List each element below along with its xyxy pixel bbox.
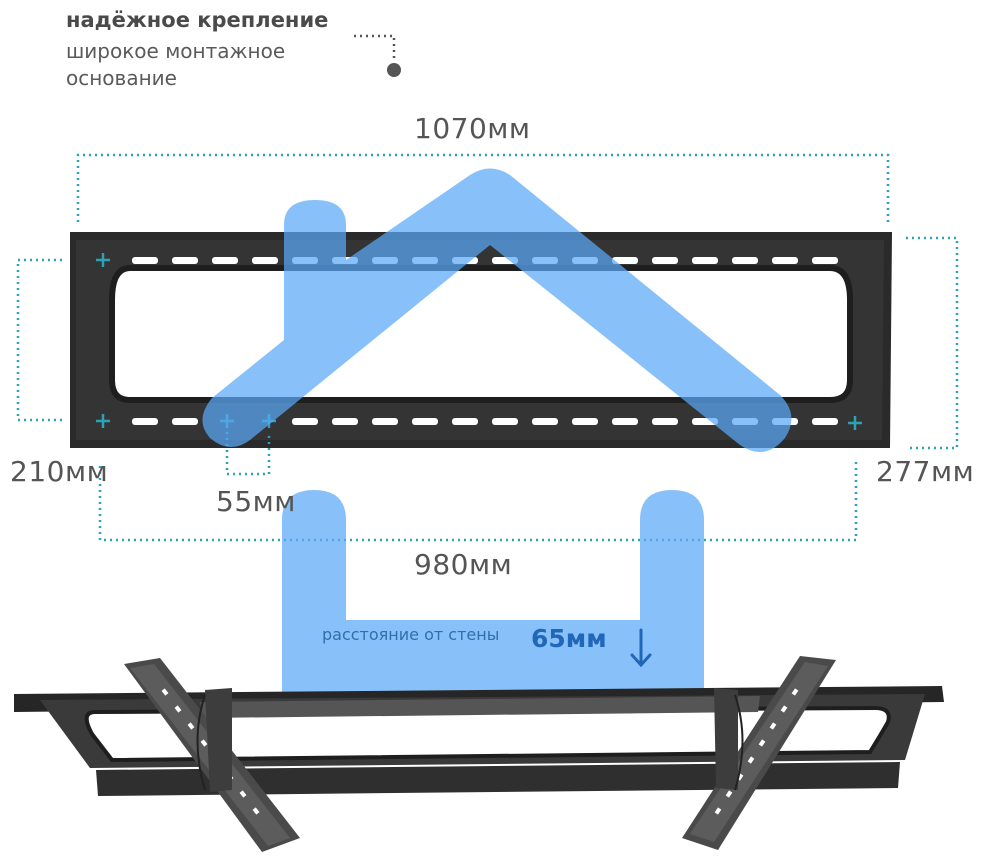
feature-title: надёжное крепление	[66, 8, 329, 32]
dimension-width-label: 1070мм	[414, 112, 531, 145]
dimension-hole-span-label: 980мм	[414, 548, 513, 581]
feature-subtitle-line2: основание	[66, 66, 177, 90]
feature-subtitle-line1: широкое монтажное	[66, 39, 286, 63]
dimension-height-left-label: 210мм	[10, 455, 109, 488]
dimension-side-lines	[16, 236, 959, 542]
house-base	[282, 490, 704, 692]
callout-pointer	[354, 34, 401, 77]
dimension-height-right-label: 277мм	[876, 455, 975, 488]
wall-distance-label: расстояние от стены	[322, 625, 500, 644]
wall-distance-value: 65мм	[531, 624, 607, 653]
dimension-hole-step-label: 55мм	[216, 485, 296, 518]
tilt-bracket-side-view	[14, 656, 944, 852]
arrow-down-icon	[630, 628, 652, 668]
house-logo	[202, 168, 792, 453]
feature-subtitle: широкое монтажное основание	[66, 38, 285, 92]
